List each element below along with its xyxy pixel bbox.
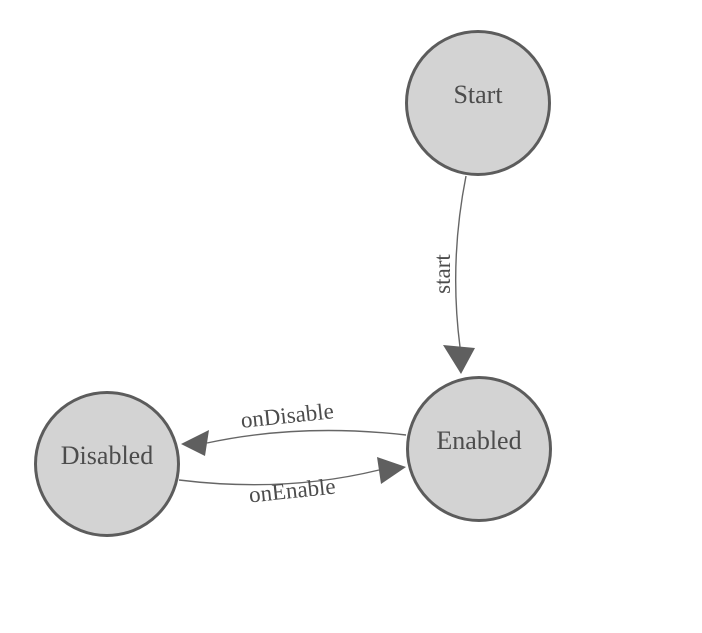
ondisable-edge-line xyxy=(206,429,407,444)
state-node-enabled: Enabled xyxy=(406,376,552,522)
disabled-node-label: Disabled xyxy=(61,441,153,470)
enabled-node-label: Enabled xyxy=(436,426,521,455)
start-node-label: Start xyxy=(453,80,503,109)
start-edge-line xyxy=(455,175,467,348)
down-arrowhead-icon xyxy=(443,345,475,374)
start-node-circle xyxy=(405,30,551,176)
transition-enabled-to-disabled: onDisable xyxy=(181,398,407,456)
state-node-start: Start xyxy=(405,30,551,176)
enabled-node-circle xyxy=(406,376,552,522)
transition-start-to-enabled: start xyxy=(430,175,475,374)
left-arrowhead-icon xyxy=(181,430,209,456)
ondisable-edge-label: onDisable xyxy=(240,398,335,433)
onenable-edge-label: onEnable xyxy=(248,474,337,508)
start-edge-label: start xyxy=(430,254,455,294)
state-node-disabled: Disabled xyxy=(34,391,180,537)
disabled-node-circle xyxy=(34,391,180,537)
onenable-edge-line xyxy=(178,469,380,486)
right-arrowhead-icon xyxy=(377,457,406,484)
transition-disabled-to-enabled: onEnable xyxy=(178,457,406,508)
